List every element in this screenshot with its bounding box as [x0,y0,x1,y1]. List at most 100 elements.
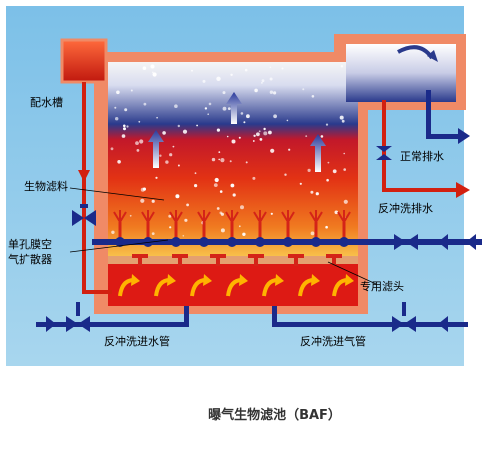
bubble [343,168,347,171]
bubble [213,183,218,188]
bubble [177,124,180,128]
filter-head [288,254,304,266]
bubble [245,161,248,164]
bubble [114,106,117,109]
bubble [281,67,284,70]
bubble [270,148,275,153]
bubble [261,82,263,84]
bubble [182,235,185,237]
bubble [259,138,263,141]
label-distribution-tank: 配水槽 [30,96,63,109]
bubble [269,90,274,94]
bubble [240,205,244,210]
bubble [115,117,119,121]
label-special-filter-head: 专用滤头 [360,279,404,293]
bubble [169,153,173,157]
bubble [129,214,132,217]
bubble [159,154,162,157]
arrow-icon [427,50,438,62]
bubble [310,231,315,236]
bubble [138,120,141,123]
bubble [216,76,221,82]
bubble [182,129,188,134]
bubble [214,177,219,183]
bubble [254,88,258,93]
label-backwash-air-inlet-pipe: 反冲洗进气管 [300,334,366,348]
bubble [220,228,225,233]
swirl-arrow-icon [226,274,248,297]
bubble [310,190,314,194]
bubble [263,131,268,136]
swirl-arrow-icon [154,274,176,297]
support-plate [108,256,358,264]
bubble [135,141,139,146]
bubble [219,190,223,193]
bubble [194,172,197,175]
swirl-arrow-icon [298,274,320,297]
valve-icon[interactable] [376,146,392,160]
label-backwash-drain: 反冲洗排水 [378,201,433,215]
bubble [140,198,145,203]
bubble [302,88,305,91]
bubble [246,114,250,119]
bubble [139,139,144,144]
bubble [142,66,147,70]
bubble [284,173,287,176]
bubble [340,65,344,68]
bubble [252,176,256,180]
bubble [111,230,115,234]
bubble [218,158,220,161]
valve-icon[interactable] [72,210,96,226]
bubble [175,194,180,199]
bubble [156,116,158,119]
label-normal-drain: 正常排水 [400,149,444,163]
bubble [196,124,199,127]
bubble [252,140,255,142]
bubble [240,112,244,115]
bubble [232,193,236,197]
bubble [152,72,157,77]
air-bubbles [110,64,348,237]
bubble [208,102,212,106]
bubble [222,91,226,95]
bubble [202,79,206,83]
outlet-trough [346,44,456,102]
bubble [218,151,221,154]
bubble [258,130,261,133]
bubble [165,160,169,164]
bubble [116,90,120,95]
bubble [261,79,265,83]
inlet-pipe [78,82,112,294]
bubble [151,199,155,203]
bubble [226,135,229,138]
bubble [211,157,216,162]
bubble [142,187,146,191]
valve-icon[interactable] [392,302,416,332]
swirl-arrow-icon [332,274,354,297]
bubble [155,176,158,179]
bubble [334,210,339,215]
valve-handle [80,204,88,208]
bubble [325,123,329,126]
label-single-hole-diffuser: 单孔膜空 气扩散器 [8,237,56,266]
bubble [327,161,330,164]
bubble [244,68,248,72]
bubble [204,107,208,110]
bubble [136,149,140,152]
leader-lines [69,187,377,285]
bubble [151,232,155,236]
swirl-arrow-icon [118,274,140,297]
rising-arrows [148,92,326,172]
bubble [339,115,344,120]
valve-icon[interactable] [66,302,90,332]
bubble [126,125,129,128]
backwash-air-inlet-pipe [272,306,468,332]
bubble [191,69,193,72]
valve-icon[interactable] [394,234,418,250]
swirl-arrow-icon [190,274,212,297]
bubble [207,113,209,115]
filter-head [132,254,148,266]
bubble [123,124,126,128]
bubble [117,160,121,164]
bubble [220,158,225,163]
